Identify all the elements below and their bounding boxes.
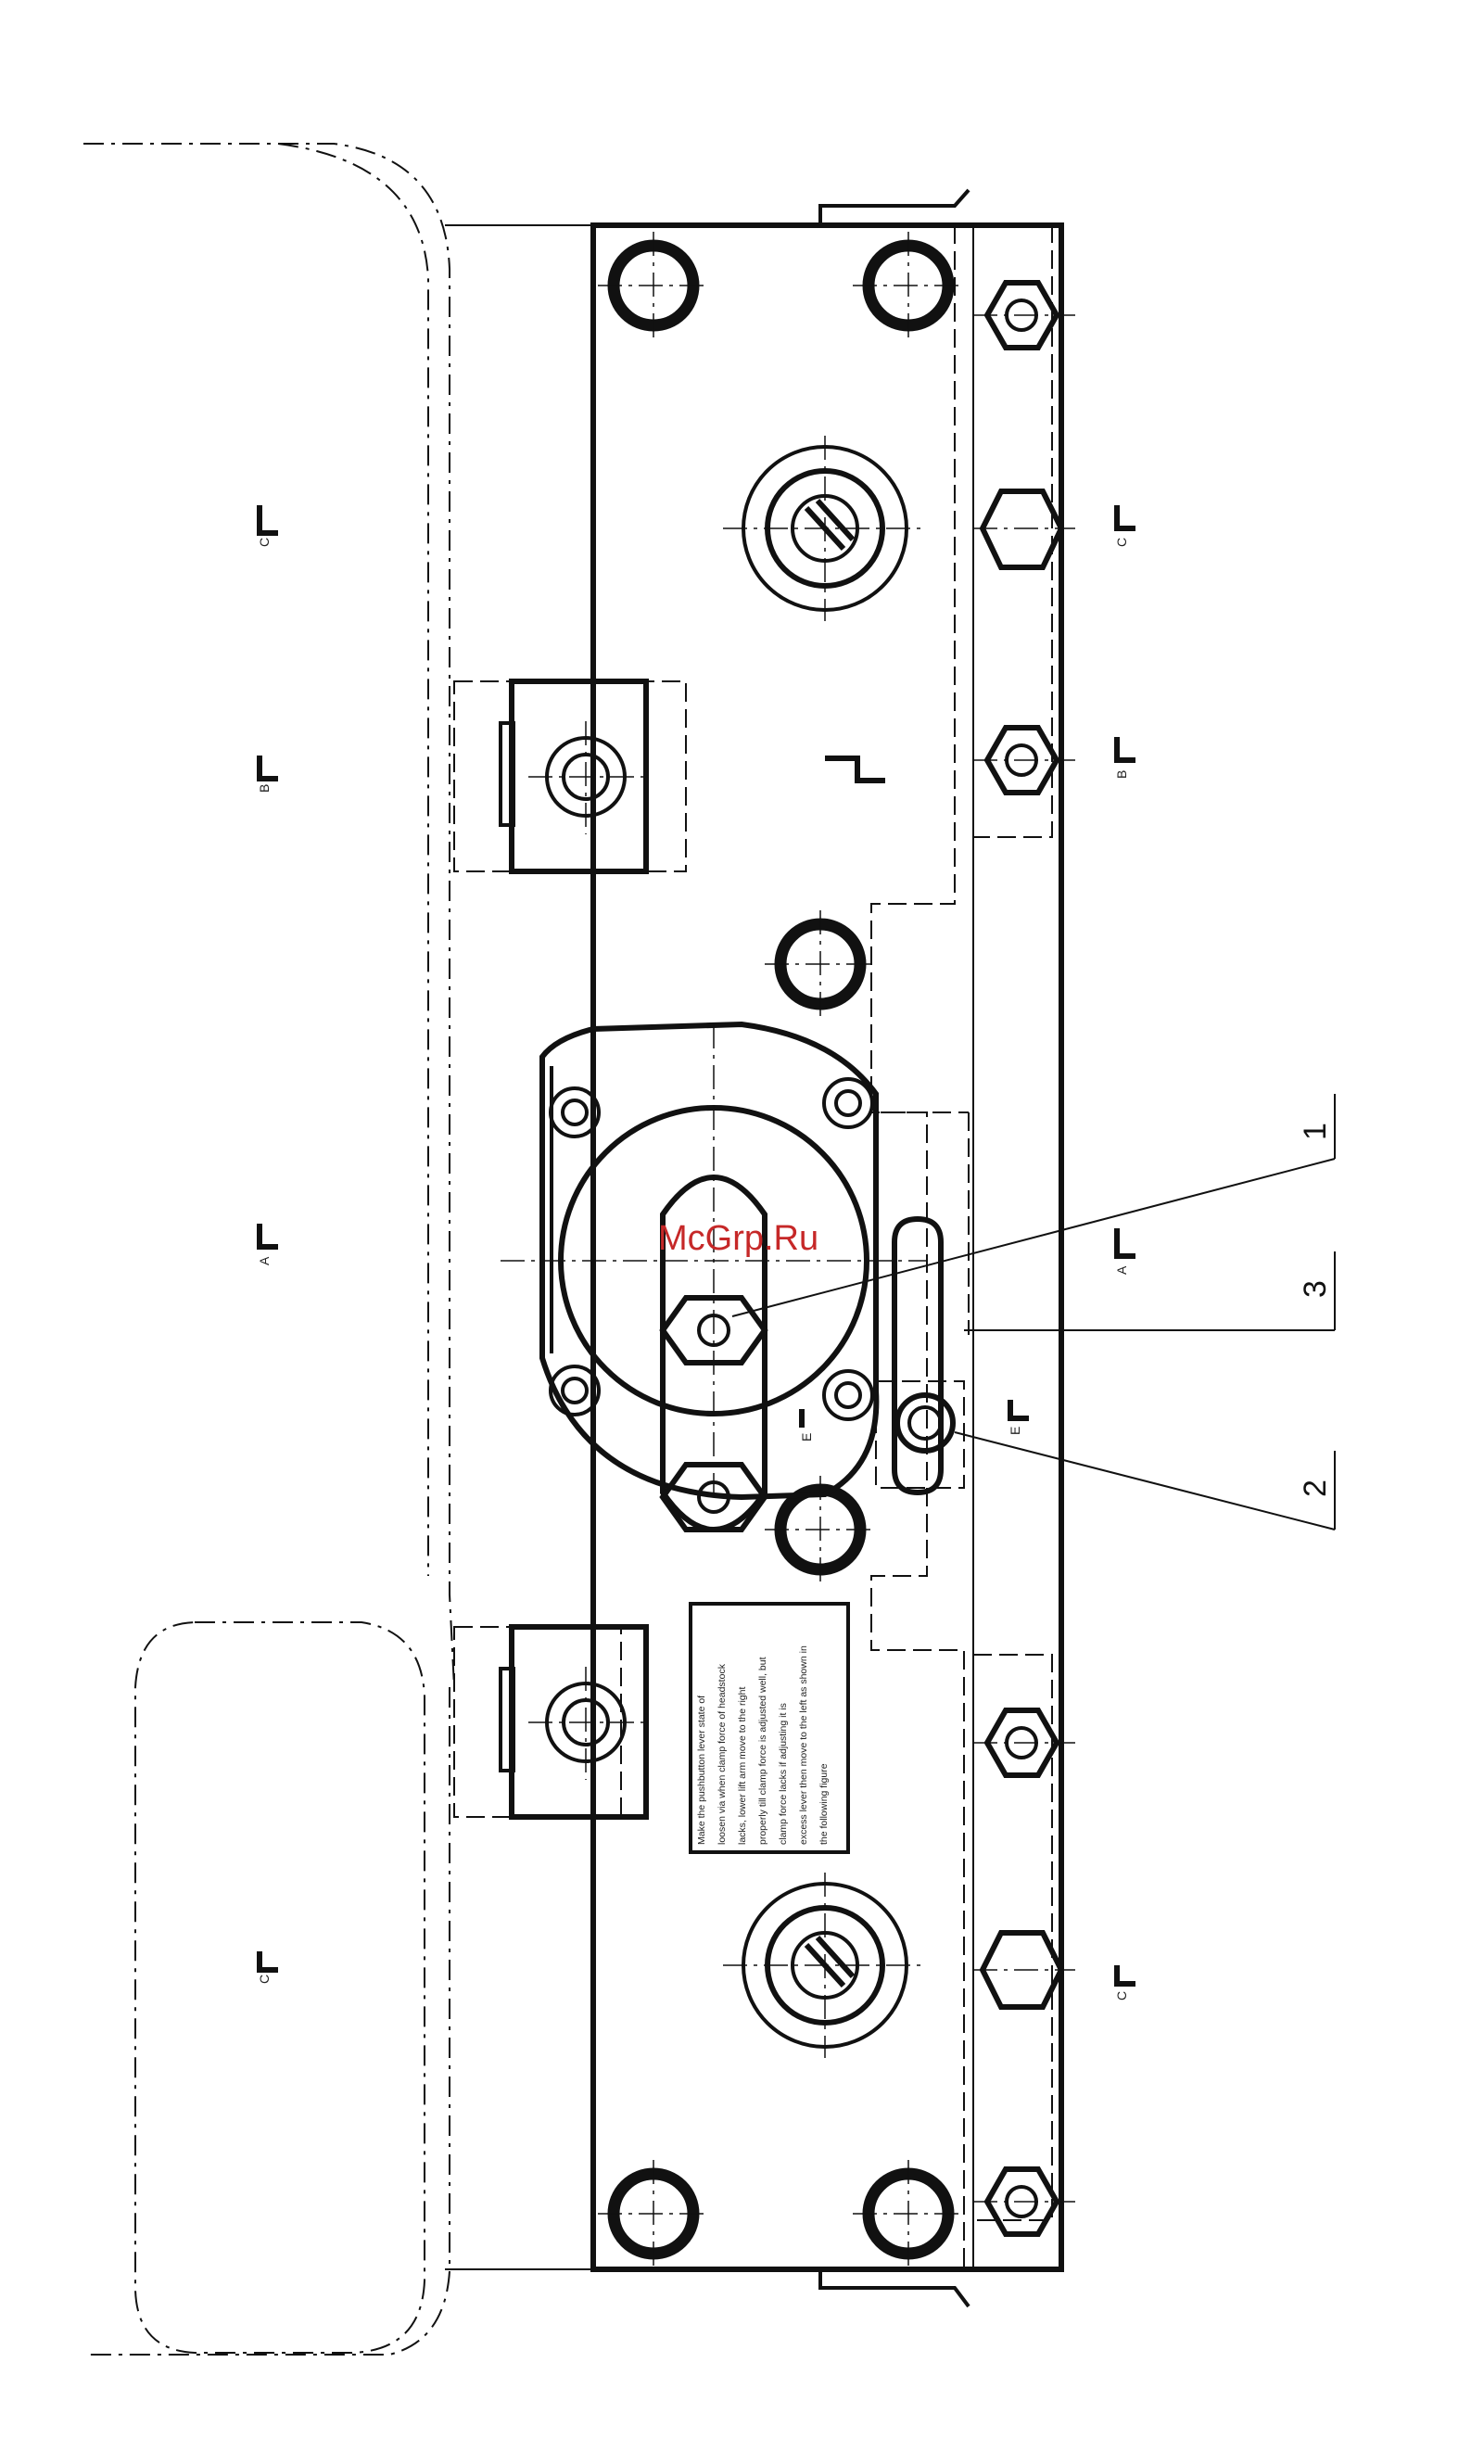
note-line-7: the following figure [818, 1763, 830, 1845]
clamp-block-upper [453, 679, 687, 874]
section-letters: C B A C C B A E E C [257, 538, 1129, 2000]
strip-pocket-lower [972, 1654, 1053, 2221]
section-marks [257, 505, 1135, 1987]
section-letter-a-left: A [257, 1256, 272, 1265]
section-letter-c-left-bottom: C [257, 1975, 272, 1984]
section-letter-e-mid: E [799, 1433, 814, 1442]
section-letter-a-right: A [1114, 1265, 1129, 1275]
phantom-outline-lower-edge [83, 1687, 450, 2356]
top-ear [818, 188, 970, 225]
phantom-outline-lower [134, 1621, 425, 2354]
callout-labels: 1 3 2 [1298, 1123, 1333, 1497]
phantom-outline-upper-inner [277, 143, 429, 1576]
section-letter-e-right: E [1008, 1427, 1022, 1435]
right-strip-hidden [870, 225, 965, 2269]
callout-3: 3 [1298, 1280, 1333, 1298]
callout-2: 2 [1298, 1480, 1333, 1497]
section-letter-c-right-top: C [1114, 538, 1129, 547]
note-line-4: properly till clamp force is adjusted we… [757, 1657, 768, 1845]
callout-1: 1 [1298, 1123, 1333, 1140]
section-letter-b-right: B [1114, 770, 1129, 779]
section-letter-b-left: B [257, 784, 272, 793]
leader-lines [731, 1094, 1336, 1530]
central-housing [501, 1021, 927, 1502]
watermark: McGrp.Ru [658, 1219, 818, 1258]
main-plate [590, 222, 1064, 2272]
note-line-6: excess lever then move to the left as sh… [798, 1645, 809, 1845]
section-letter-c-left-top: C [257, 538, 272, 547]
instruction-note: Make the pushbutton lever state of loose… [689, 1602, 850, 1854]
step-symbol [825, 756, 885, 783]
note-line-3: lacks, lower lift arm move to the right [737, 1687, 748, 1845]
clamp-block-lower [453, 1624, 649, 1820]
note-line-1: Make the pushbutton lever state of [696, 1696, 707, 1845]
phantom-outline-upper [83, 143, 455, 1688]
screw-boss-upper [723, 436, 927, 621]
note-line-5: clamp force lacks if adjusting it is [778, 1703, 789, 1845]
clamp-lever [659, 1175, 768, 1532]
strip-pocket-upper [972, 224, 1053, 838]
section-letter-c-right-bottom: C [1114, 1991, 1129, 2000]
bottom-ear [818, 2269, 970, 2308]
note-line-2: loosen via when clamp force of headstock [717, 1663, 728, 1845]
right-hex-bolts [973, 280, 1075, 2237]
adjust-slot [875, 1111, 970, 1496]
screw-boss-lower [723, 1873, 927, 2058]
